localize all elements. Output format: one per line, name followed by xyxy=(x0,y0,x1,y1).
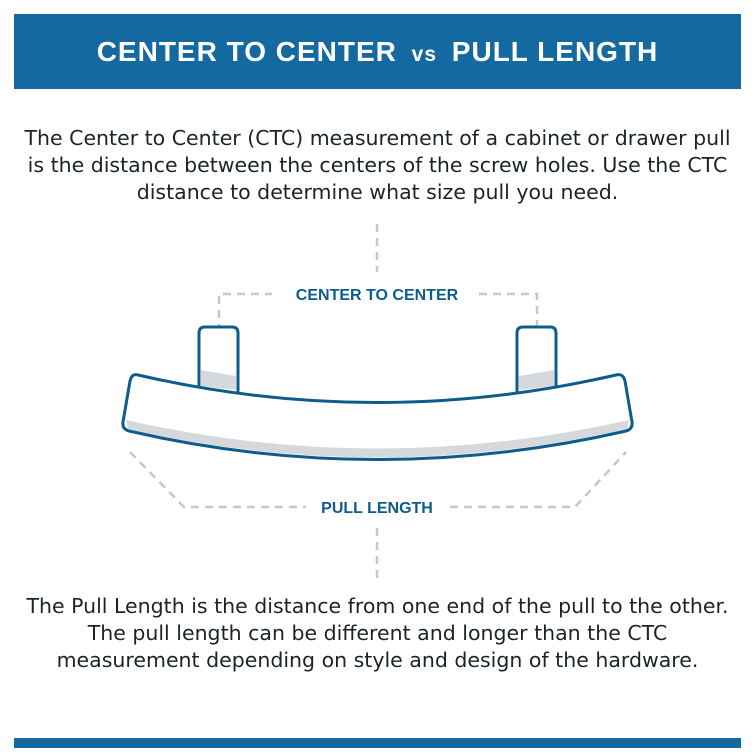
intro-paragraph: The Center to Center (CTC) measurement o… xyxy=(24,126,731,204)
pull-right-bracket xyxy=(450,451,627,509)
outro-paragraph: The Pull Length is the distance from one… xyxy=(26,594,729,672)
title-vs: vs xyxy=(411,42,438,66)
center-to-center-label: CENTER TO CENTER xyxy=(296,287,459,304)
footer-bar xyxy=(14,738,741,748)
header-banner: CENTER TO CENTER vs PULL LENGTH xyxy=(14,14,741,89)
title-left: CENTER TO CENTER xyxy=(96,35,397,67)
title-right: PULL LENGTH xyxy=(451,35,659,67)
pull-length-label: PULL LENGTH xyxy=(321,500,433,517)
ctc-right-bracket xyxy=(479,292,539,346)
pull-left-bracket xyxy=(129,451,306,509)
left-post xyxy=(197,325,240,392)
right-post xyxy=(515,325,558,392)
page-title: CENTER TO CENTER vs PULL LENGTH xyxy=(97,36,659,68)
pull-handle xyxy=(121,373,634,461)
